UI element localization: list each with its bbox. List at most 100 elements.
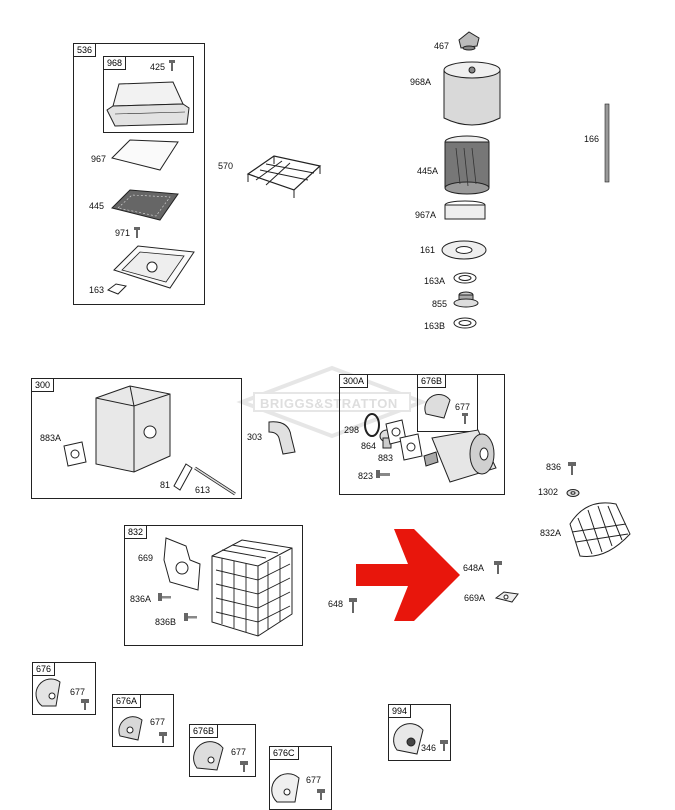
deflector-icon [118, 716, 143, 741]
kit-box-676B: 676B [189, 724, 256, 777]
kit-tag-676C: 676C [269, 746, 299, 760]
deflector-icon [35, 678, 61, 707]
label-677-a: 677 [70, 687, 86, 697]
kit-box-536: 536 [73, 43, 205, 305]
kit-tag-300A: 300A [339, 374, 369, 388]
label-81: 81 [160, 480, 171, 490]
rod-icon [194, 466, 236, 496]
label-161: 161 [420, 245, 436, 255]
deflector-icon [424, 394, 451, 419]
label-445A: 445A [417, 166, 439, 176]
label-1302: 1302 [538, 487, 559, 497]
brand-watermark: BRIGGS&STRATTON [232, 360, 432, 445]
kit-box-832: 832 [124, 525, 303, 646]
label-823: 823 [358, 471, 374, 481]
screw-icon [440, 740, 448, 751]
washer-icon [566, 489, 580, 497]
label-677-top: 677 [455, 402, 471, 412]
kit-tag-676: 676 [32, 662, 56, 676]
screw-icon [159, 732, 167, 743]
label-836: 836 [546, 462, 562, 472]
bracket-frame-icon [246, 155, 322, 198]
kit-tag-994: 994 [388, 704, 412, 718]
deflector-icon [271, 773, 300, 803]
label-864: 864 [361, 441, 377, 451]
label-648A: 648A [463, 563, 485, 573]
clamp-icon [364, 413, 380, 437]
label-303: 303 [247, 432, 263, 442]
kit-box-968: 968 [103, 56, 194, 133]
label-677-b: 677 [150, 717, 166, 727]
air-cleaner-cover-icon [443, 61, 501, 126]
screw-icon [169, 60, 175, 71]
label-971: 971 [115, 228, 131, 238]
label-855: 855 [432, 299, 448, 309]
screw-icon [349, 598, 357, 613]
label-968A: 968A [410, 77, 432, 87]
screw-icon [81, 699, 89, 710]
screw-icon [494, 561, 502, 574]
filter-element-icon [444, 135, 490, 195]
gasket-icon [453, 272, 477, 284]
label-883A: 883A [40, 433, 62, 443]
deflector-icon [173, 463, 193, 491]
label-967A: 967A [415, 210, 437, 220]
screw-icon [462, 413, 468, 424]
label-467: 467 [434, 41, 450, 51]
screw-icon [568, 462, 576, 475]
label-425: 425 [150, 62, 166, 72]
screw-icon [134, 227, 140, 238]
label-163: 163 [89, 285, 105, 295]
heat-shield-icon [569, 502, 631, 558]
kit-box-676B-top: 676B [417, 374, 478, 432]
heat-shield-icon [211, 539, 293, 637]
filter-element-icon [111, 189, 179, 221]
label-613: 613 [195, 485, 211, 495]
label-832A: 832A [540, 528, 562, 538]
elbow-icon [453, 291, 479, 308]
air-cleaner-cover-icon [106, 81, 190, 127]
kit-tag-676A: 676A [112, 694, 142, 708]
brand-watermark-text: BRIGGS&STRATTON [260, 396, 398, 411]
screw-icon [317, 789, 325, 800]
bracket-icon [494, 591, 519, 603]
label-570: 570 [218, 161, 234, 171]
screw-icon [240, 761, 248, 772]
kit-box-676A: 676A [112, 694, 174, 747]
gasket-icon [106, 283, 128, 295]
screw-icon [184, 613, 197, 621]
red-arrow-icon [356, 529, 460, 621]
air-cleaner-base-icon [113, 245, 195, 289]
kit-tag-832: 832 [124, 525, 148, 539]
label-648: 648 [328, 599, 344, 609]
kit-box-676C: 676C [269, 746, 332, 810]
elbow-pipe-icon [268, 421, 296, 455]
deflector-icon [193, 741, 224, 771]
kit-tag-676B-top: 676B [417, 374, 447, 388]
label-967: 967 [91, 154, 107, 164]
bracket-plate-icon [163, 537, 201, 591]
screw-icon [376, 470, 390, 478]
base-plate-icon [441, 240, 487, 260]
kit-tag-676B: 676B [189, 724, 219, 738]
label-298: 298 [344, 425, 360, 435]
label-163A: 163A [424, 276, 446, 286]
label-677-c: 677 [231, 747, 247, 757]
muffler-icon [423, 429, 497, 483]
stud-icon [604, 103, 610, 183]
kit-tag-300: 300 [31, 378, 55, 392]
wing-nut-icon [458, 31, 480, 51]
pre-cleaner-icon [444, 200, 486, 220]
deflector-icon [393, 723, 424, 755]
muffler-icon [95, 385, 171, 473]
kit-tag-536: 536 [73, 43, 97, 57]
pre-cleaner-icon [111, 139, 179, 171]
label-836B: 836B [155, 617, 177, 627]
label-166: 166 [584, 134, 600, 144]
gasket-icon [453, 317, 477, 329]
label-669A: 669A [464, 593, 486, 603]
label-445: 445 [89, 201, 105, 211]
screw-icon [158, 593, 171, 601]
kit-box-676: 676 [32, 662, 96, 715]
gasket-icon [63, 441, 87, 467]
